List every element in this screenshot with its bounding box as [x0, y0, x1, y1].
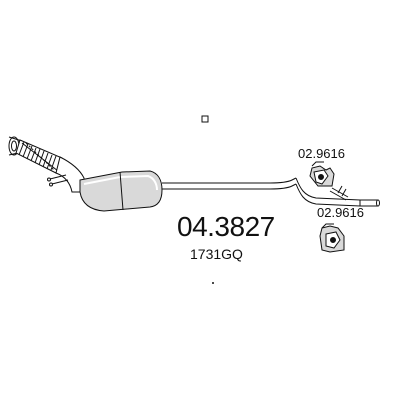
front-pipe [47, 156, 85, 193]
part-number: 04.3827 [177, 211, 275, 242]
reference-marker [201, 115, 209, 123]
pipe-hanger [329, 185, 349, 201]
catalytic-converter [79, 170, 163, 212]
center-pipe [162, 177, 361, 207]
oe-number: 1731GQ [190, 246, 243, 262]
rubber-mount-icon [309, 161, 335, 187]
reference-dot [212, 282, 214, 284]
mount-label-2: 02.9616 [317, 205, 364, 220]
mount-label-1: 02.9616 [298, 146, 345, 161]
flex-pipe [15, 139, 63, 174]
tail-pipe [359, 199, 380, 207]
rubber-mount-icon [319, 223, 345, 253]
